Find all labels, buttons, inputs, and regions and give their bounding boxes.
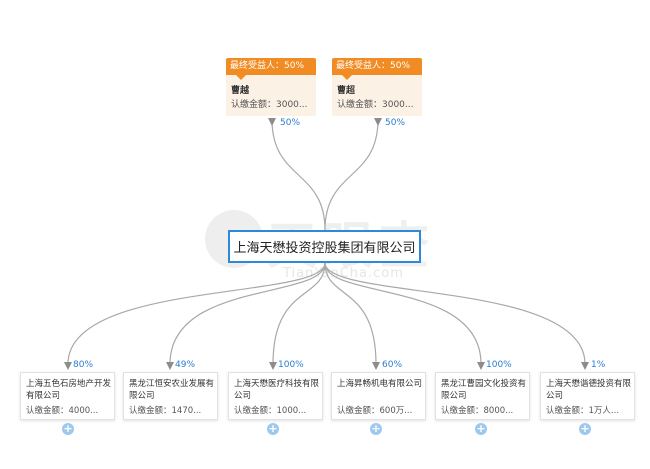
subsidiary-percent: 49% — [175, 360, 196, 370]
subsidiary-amount: 认缴金额：8000... — [441, 406, 514, 416]
owner-amount: 认缴金额：3000... — [337, 100, 414, 110]
subsidiary-card[interactable]: 上海昇畅机电有限公司 认缴金额：600万... — [331, 372, 426, 420]
center-company[interactable]: 上海天懋投资控股集团有限公司 — [228, 230, 421, 263]
plus-circle-icon[interactable]: + — [62, 422, 74, 435]
owner-name: 曹超 — [337, 86, 356, 96]
subsidiary-card[interactable]: 上海五色石房地产开发有限公司 认缴金额：4000... — [20, 372, 115, 420]
beneficiary-tag: 最终受益人：50% — [332, 58, 422, 80]
arrow-down-icon — [372, 362, 380, 370]
owner-amount: 认缴金额：3000... — [231, 100, 308, 110]
arrow-down-icon — [269, 362, 277, 370]
owner-card[interactable]: 最终受益人：50% 曹越 认缴金额：3000... — [226, 58, 316, 116]
subsidiary-card[interactable]: 黑龙江恒安农业发展有限公司 认缴金额：1470... — [123, 372, 218, 420]
owner-percent: 50% — [280, 118, 301, 128]
subsidiary-percent: 100% — [278, 360, 304, 370]
subsidiary-percent: 100% — [486, 360, 512, 370]
sub-connector-5 — [324, 262, 482, 365]
subsidiary-amount: 认缴金额：1470... — [129, 406, 202, 416]
subsidiary-amount: 认缴金额：1000... — [234, 406, 307, 416]
subsidiary-name: 上海昇畅机电有限公司 — [337, 379, 423, 389]
subsidiary-percent: 80% — [73, 360, 94, 370]
arrow-down-icon — [477, 362, 485, 370]
plus-circle-icon[interactable]: + — [475, 422, 487, 435]
owner-connector-2 — [324, 119, 379, 231]
subsidiary-name: 上海五色石房地产开发有限公司 — [26, 379, 112, 401]
subsidiary-amount: 认缴金额：600万... — [337, 406, 413, 416]
arrow-down-icon — [581, 362, 589, 370]
subsidiary-card[interactable]: 黑龙江曹园文化投资有限公司 认缴金额：8000... — [435, 372, 530, 420]
subsidiary-amount: 认缴金额：4000... — [26, 406, 99, 416]
owner-percent: 50% — [385, 118, 406, 128]
plus-circle-icon[interactable]: + — [579, 422, 591, 435]
arrow-down-icon — [268, 118, 276, 126]
arrow-down-icon — [166, 362, 174, 370]
sub-connector-2 — [169, 262, 326, 365]
beneficiary-tag: 最终受益人：50% — [226, 58, 316, 80]
subsidiary-card[interactable]: 上海天懋医疗科技有限公司 认缴金额：1000... — [228, 372, 323, 420]
subsidiary-name: 黑龙江恒安农业发展有限公司 — [129, 379, 215, 401]
sub-connector-3 — [272, 262, 326, 365]
owner-card[interactable]: 最终受益人：50% 曹超 认缴金额：3000... — [332, 58, 422, 116]
owner-name: 曹越 — [231, 86, 250, 96]
plus-circle-icon[interactable]: + — [370, 422, 382, 435]
subsidiary-name: 黑龙江曹园文化投资有限公司 — [441, 379, 527, 401]
subsidiary-name: 上海天懋谐德投资有限公司 — [546, 379, 632, 401]
arrow-down-icon — [374, 118, 382, 126]
subsidiary-percent: 1% — [591, 360, 606, 370]
plus-circle-icon[interactable]: + — [267, 422, 279, 435]
arrow-down-icon — [64, 362, 72, 370]
subsidiary-name: 上海天懋医疗科技有限公司 — [234, 379, 320, 401]
sub-connector-6 — [324, 262, 586, 365]
subsidiary-percent: 60% — [382, 360, 403, 370]
owner-connector-1 — [271, 119, 326, 231]
subsidiary-card[interactable]: 上海天懋谐德投资有限公司 认缴金额：1万人... — [540, 372, 635, 420]
sub-connector-4 — [324, 262, 377, 365]
sub-connector-1 — [67, 262, 326, 365]
subsidiary-amount: 认缴金额：1万人... — [546, 406, 620, 416]
